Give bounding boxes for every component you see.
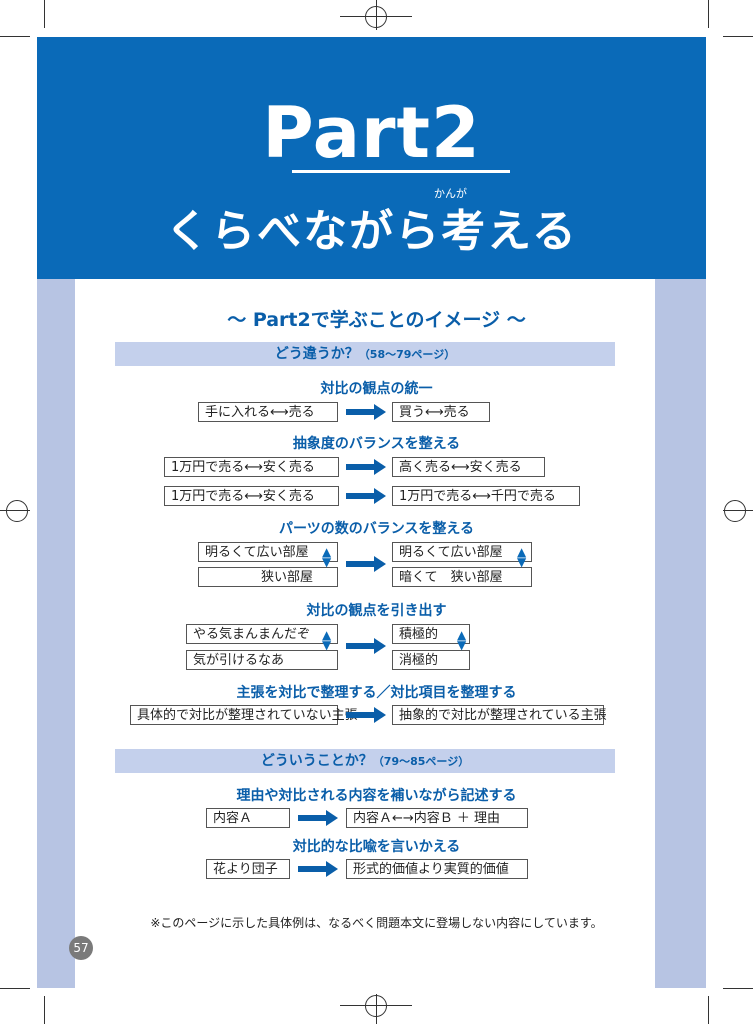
heading-rephrase-metaphor: 対比的な比喩を言いかえる [292, 839, 461, 855]
right-arrow-icon [298, 861, 338, 877]
swap-icon: ▲▼ [322, 545, 332, 569]
page-title: 〜 Part2で学ぶことのイメージ 〜 [227, 309, 526, 331]
crop-mark [0, 510, 30, 511]
heading-parts-balance: パーツの数のバランスを整える [278, 521, 475, 537]
section-bar-differences: どう違うか？（58〜79ページ） [115, 342, 615, 366]
footnote: ※このページに示した具体例は、なるべく問題本文に登場しない内容にしています。 [150, 916, 603, 930]
crop-mark [723, 36, 753, 37]
example-box: 気が引けるなあ [186, 650, 338, 670]
heading-abstraction-balance: 抽象度のバランスを整える [292, 436, 461, 452]
example-box: 1万円で売る⟷安く売る [164, 486, 339, 506]
example-box: 1万円で売る⟷安く売る [164, 457, 339, 477]
section-label: どう違うか？ [274, 346, 359, 362]
example-box: 具体的で対比が整理されていない主張 [130, 705, 358, 725]
example-box: やる気まんまんだぞ [186, 624, 338, 644]
section-pages: （58〜79ページ） [358, 348, 456, 361]
swap-icon: ▲▼ [322, 628, 332, 652]
right-arrow-icon [346, 556, 386, 572]
crop-mark [376, 0, 377, 30]
example-box: 1万円で売る⟷千円で売る [392, 486, 580, 506]
part-title: Part2 [262, 92, 481, 174]
registration-mark [6, 500, 28, 522]
crop-mark [376, 994, 377, 1024]
section-pages: （79〜85ページ） [372, 755, 470, 768]
heading-supplement-reasons: 理由や対比される内容を補いながら記述する [236, 788, 517, 804]
header-banner: Part2 かんが くらべながら考える [37, 37, 706, 279]
crop-mark [723, 988, 753, 989]
example-box: 狭い部屋 [198, 567, 338, 587]
left-sidebar [37, 279, 75, 988]
crop-mark [44, 0, 45, 28]
crop-mark [723, 510, 753, 511]
right-sidebar [655, 279, 706, 988]
heading-organize-claims: 主張を対比で整理する／対比項目を整理する [236, 685, 517, 701]
example-box: 積極的 [392, 624, 470, 644]
right-arrow-icon [298, 810, 338, 826]
example-box: 内容Ａ [206, 808, 290, 828]
page-number: 57 [69, 936, 93, 960]
example-box: 高く売る⟷安く売る [392, 457, 545, 477]
crop-mark [44, 996, 45, 1024]
right-arrow-icon [346, 404, 386, 420]
right-arrow-icon [346, 488, 386, 504]
example-box: 抽象的で対比が整理されている主張 [392, 705, 607, 725]
example-box: 形式的価値より実質的価値 [346, 859, 528, 879]
right-arrow-icon [346, 459, 386, 475]
example-box: 暗くて 狭い部屋 [392, 567, 532, 587]
example-box: 手に入れる⟷売る [198, 402, 338, 422]
title-ruby: かんが [434, 187, 467, 200]
swap-icon: ▲▼ [517, 545, 527, 569]
example-box: 花より団子 [206, 859, 290, 879]
heading-unify-viewpoint: 対比の観点の統一 [320, 381, 433, 397]
registration-mark [724, 500, 746, 522]
swap-icon: ▲▼ [457, 628, 467, 652]
crop-mark [708, 0, 709, 28]
example-box: 明るくて広い部屋 [198, 542, 338, 562]
example-box: 消極的 [392, 650, 470, 670]
crop-mark [0, 36, 30, 37]
section-bar-meaning: どういうことか？（79〜85ページ） [115, 749, 615, 773]
example-box: 買う⟷売る [392, 402, 490, 422]
crop-mark [708, 996, 709, 1024]
heading-draw-out-viewpoint: 対比の観点を引き出す [306, 603, 447, 619]
section-label: どういうことか？ [260, 753, 373, 769]
example-box: 内容Ａ←→内容Ｂ ＋ 理由 [346, 808, 528, 828]
crop-mark [0, 988, 30, 989]
title-divider [292, 170, 510, 173]
chapter-title: くらべながら考える [165, 206, 578, 257]
right-arrow-icon [346, 707, 386, 723]
example-box: 明るくて広い部屋 [392, 542, 532, 562]
right-arrow-icon [346, 638, 386, 654]
